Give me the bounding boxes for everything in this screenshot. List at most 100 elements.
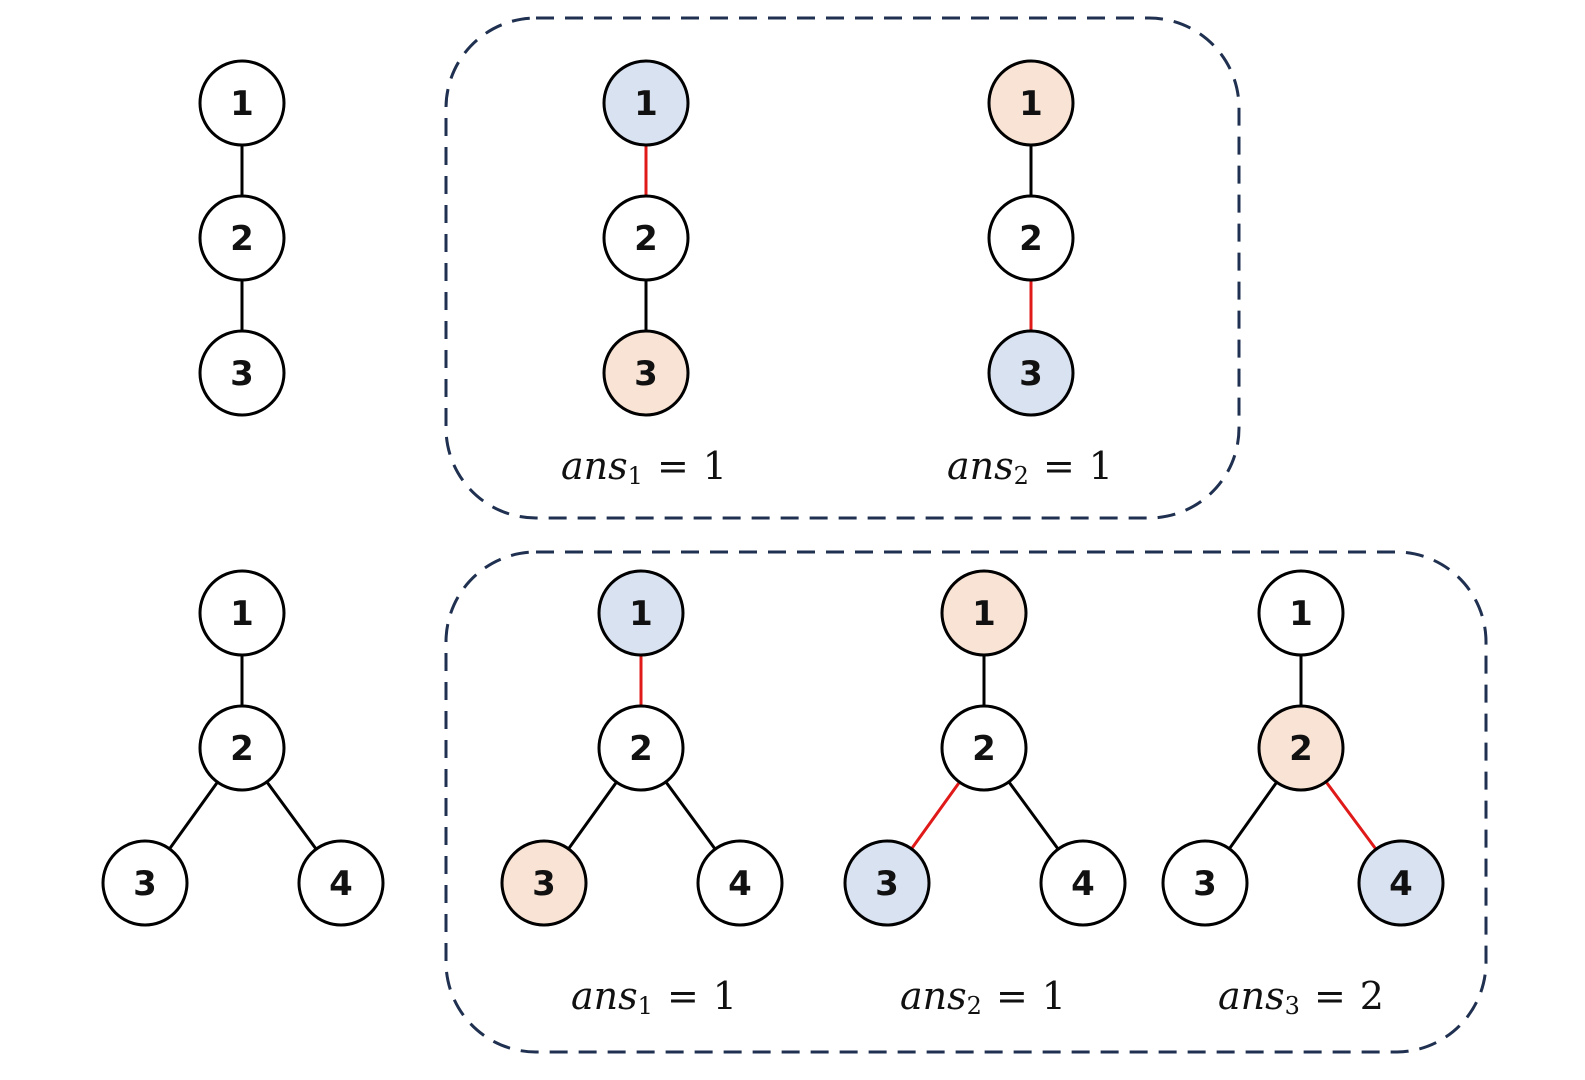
answer-subscript: 3 [1285,992,1300,1020]
answer-label: ans2=1 [900,974,1066,1020]
tree-star4-case3: 1 2 3 4 [1161,569,1445,927]
node-circle [987,59,1075,147]
edge-2-4 [265,780,318,851]
node-3: 3 [843,839,931,927]
node-label: 2 [1019,219,1043,259]
node-label: 3 [634,354,658,394]
node-3: 3 [1161,839,1249,927]
node-circle [1039,839,1127,927]
edge-2-4 [1007,780,1060,851]
node-label: 1 [1019,84,1043,124]
node-circle [500,839,588,927]
answer-name: ans [571,974,638,1018]
edge-2-3 [567,781,618,850]
node-circle [940,569,1028,657]
node-circle [597,704,685,792]
node-label: 2 [972,729,996,769]
edge-2-4-highlighted [1324,780,1378,851]
node-label: 4 [1071,864,1095,904]
answer-text: ans2=1 [947,444,1113,490]
node-1: 1 [198,59,286,147]
answer-equals: = [996,974,1028,1018]
node-label: 2 [1289,729,1313,769]
answer-value: 1 [703,444,727,488]
node-circle [987,194,1075,282]
node-2: 2 [1257,704,1345,792]
edge-2-3-highlighted [910,781,961,850]
node-4: 4 [1357,839,1445,927]
node-circle [1161,839,1249,927]
node-circle [843,839,931,927]
node-2: 2 [987,194,1075,282]
tree-path3-case2: 123 [987,59,1075,417]
node-3: 3 [198,329,286,417]
tree-path3-case1: 1 2 3 [602,59,690,417]
node-label: 1 [230,594,254,634]
node-label: 1 [629,594,653,634]
node-2: 2 [198,194,286,282]
answer-name: ans [1218,974,1285,1018]
node-2: 2 [597,704,685,792]
tree-star4-case2: 1 2 3 4 [843,569,1127,927]
edge-2-4 [664,780,717,851]
node-circle [198,59,286,147]
node-label: 1 [634,84,658,124]
node-circle [198,704,286,792]
node-circle [297,839,385,927]
node-circle [1257,569,1345,657]
answer-value: 1 [1042,974,1066,1018]
node-2: 2 [940,704,1028,792]
node-1: 1 [987,59,1075,147]
node-circle [1257,704,1345,792]
node-circle [198,569,286,657]
node-1: 1 [940,569,1028,657]
node-3: 3 [500,839,588,927]
answer-subscript: 1 [638,992,653,1020]
node-label: 3 [133,864,157,904]
node-4: 4 [1039,839,1127,927]
tree-star4-base: 1 2 3 4 [101,569,385,927]
answer-name: ans [561,444,628,488]
answer-equals: = [1314,974,1346,1018]
edge-2-3 [1228,781,1278,850]
node-1: 1 [1257,569,1345,657]
answer-label: ans1=1 [571,974,737,1020]
node-1: 1 [597,569,685,657]
node-circle [987,329,1075,417]
node-circle [597,569,685,657]
node-label: 4 [1389,864,1413,904]
node-circle [696,839,784,927]
answer-equals: = [657,444,689,488]
node-circle [198,194,286,282]
node-label: 1 [972,594,996,634]
answer-subscript: 2 [1014,462,1029,490]
node-label: 2 [230,729,254,769]
node-label: 2 [634,219,658,259]
answer-value: 1 [1089,444,1113,488]
answer-value: 1 [713,974,737,1018]
node-2: 2 [198,704,286,792]
node-label: 3 [230,354,254,394]
node-3: 3 [602,329,690,417]
node-2: 2 [602,194,690,282]
top-dashed-frame [444,16,1241,520]
node-label: 1 [1289,594,1313,634]
node-label: 2 [629,729,653,769]
edge-2-3 [168,781,219,850]
bottom-dashed-frame [444,550,1488,1054]
answer-equals: = [1043,444,1075,488]
node-3: 3 [101,839,189,927]
node-label: 3 [532,864,556,904]
answer-subscript: 1 [628,462,643,490]
answer-text: ans1=1 [571,974,737,1020]
node-circle [940,704,1028,792]
node-circle [602,59,690,147]
node-4: 4 [297,839,385,927]
node-label: 2 [230,219,254,259]
node-circle [602,194,690,282]
node-label: 1 [230,84,254,124]
node-circle [101,839,189,927]
answer-text: ans2=1 [900,974,1066,1020]
